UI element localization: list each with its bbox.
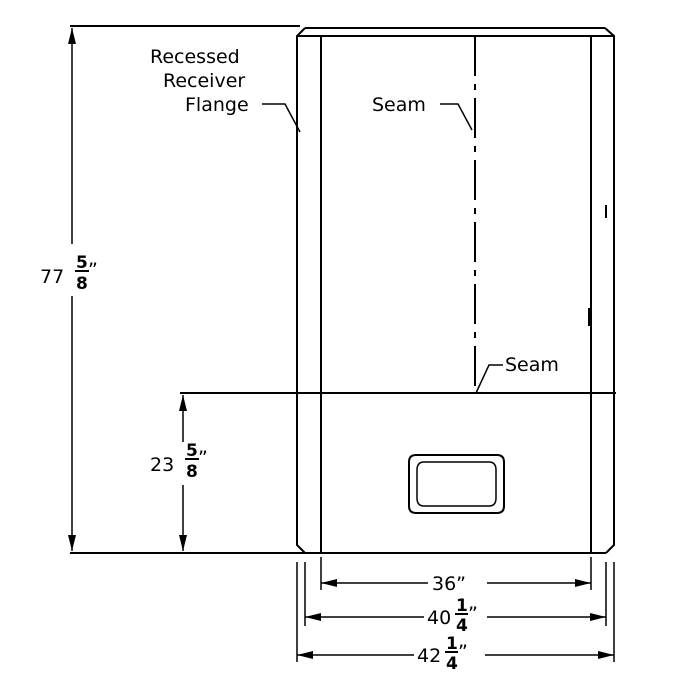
outer-width-dimension: 42 1 4 ” [297,634,614,674]
panel-outline [70,25,616,554]
soap-dish-recess [408,454,505,514]
outer-width-unit: ” [458,641,468,663]
mid-width-unit: ” [468,603,478,625]
overall-height-denominator: 8 [76,274,88,294]
flange-label-line3: Flange [185,94,249,116]
lower-height-whole: 23 [150,454,174,476]
outer-width-numerator: 1 [446,634,458,654]
lower-height-unit: ” [198,447,208,469]
overall-height-numerator: 5 [76,253,88,273]
seam-label-upper: Seam [372,94,426,116]
width-extension-lines [296,557,615,662]
overall-height-unit: ” [88,259,98,281]
flange-label-group: Recessed Receiver Flange [150,46,301,133]
seam-label-lower: Seam [505,354,559,376]
lower-height-numerator: 5 [186,441,198,461]
inner-width-text: 36” [432,573,466,595]
outer-width-whole: 42 [417,645,441,667]
seam-label-lower-group: Seam [475,354,559,394]
lower-height-denominator: 8 [186,462,198,482]
mid-width-dimension: 40 1 4 ” [305,596,606,636]
mid-width-denominator: 4 [456,616,468,636]
mid-width-whole: 40 [427,607,451,629]
overall-height-dimension: 77 5 8 ” [40,28,98,551]
outer-width-denominator: 4 [446,654,458,674]
mid-width-numerator: 1 [456,596,468,616]
lower-height-dimension: 23 5 8 ” [150,395,208,551]
inner-width-dimension: 36” [321,573,591,595]
overall-height-whole: 77 [40,266,64,288]
flange-label-line2: Receiver [163,70,245,92]
seam-label-upper-group: Seam [372,94,473,131]
flange-label-line1: Recessed [150,46,240,68]
